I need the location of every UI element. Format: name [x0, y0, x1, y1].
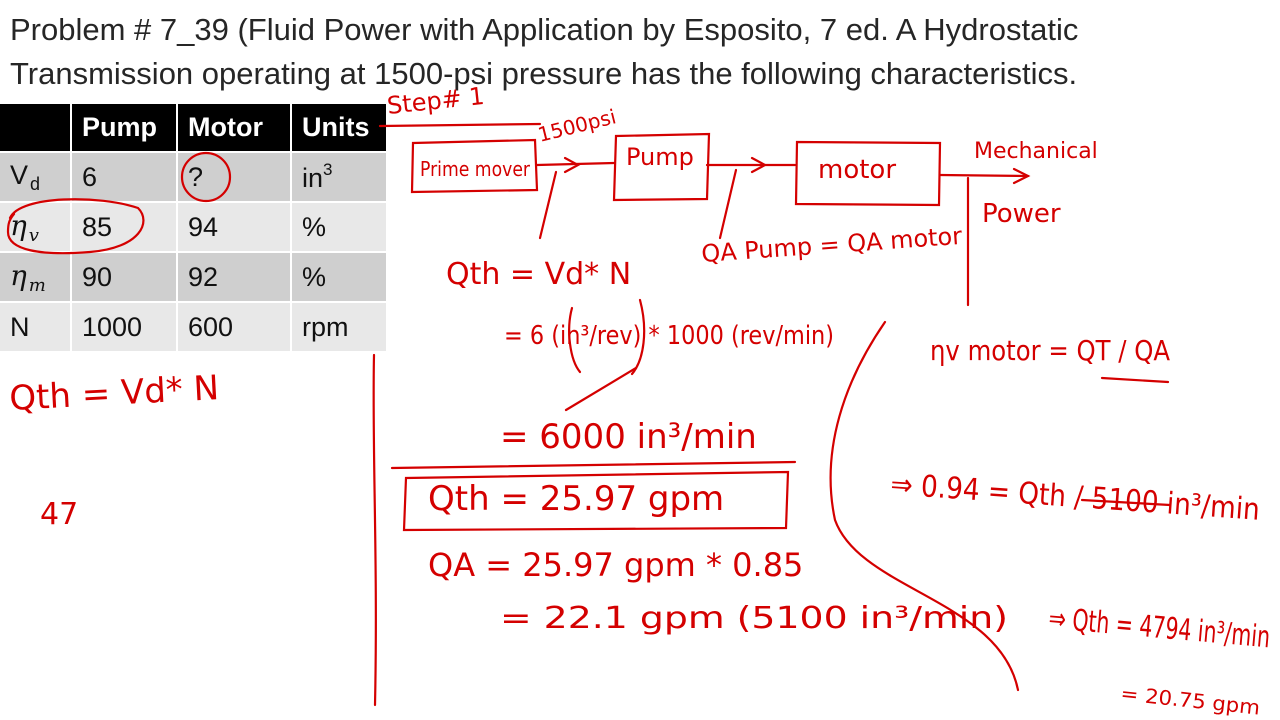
prime-mover-arrow-leg	[538, 170, 558, 240]
equation-6: = 22.1 gpm (5100 in³/min)	[500, 601, 1008, 636]
units-cell: %	[292, 201, 386, 251]
equation-9: = 20.75 gpm	[1119, 681, 1261, 720]
equation-5: QA = 25.97 gpm * 0.85	[428, 546, 803, 584]
eta-fraction-bar	[1100, 376, 1170, 384]
motor-unknown-circle	[180, 151, 232, 203]
motor-cell: ?	[178, 151, 292, 201]
paren-left	[568, 306, 582, 374]
step-underline	[378, 122, 542, 128]
equation-7: ⇒ 0.94 = Qth / 5100 in³/min	[889, 467, 1261, 528]
pump-cell: 6	[72, 151, 178, 201]
motor-box	[794, 140, 942, 207]
prime-mover-label: Prime mover	[420, 157, 531, 181]
output-arrow	[1012, 167, 1031, 185]
equation-3: = 6000 in³/min	[500, 417, 757, 457]
flow-arrow	[750, 156, 768, 174]
units-cell: in3	[292, 151, 386, 201]
units-cell: rpm	[292, 301, 386, 351]
cancel-stroke	[564, 366, 638, 412]
title-line-1: Problem # 7_39 (Fluid Power with Applica…	[10, 12, 1079, 47]
step-label: Step# 1	[386, 82, 486, 120]
pump-box	[612, 132, 711, 202]
mechanical-label: Mechanical	[974, 139, 1098, 164]
equation-1: Qth = Vd* N	[446, 257, 631, 292]
q-pump-equation: QA Pump = QA motor	[700, 222, 963, 268]
motor-box-label: motor	[818, 155, 896, 185]
table-row-n: N 1000 600 rpm	[0, 301, 386, 351]
pressure-label: 1500psi	[535, 104, 618, 147]
pump-outlet-leg	[718, 168, 738, 240]
prime-mover-box	[410, 138, 539, 194]
shaft-arrow-1	[563, 156, 581, 174]
title-line-2: Transmission operating at 1500-psi press…	[10, 56, 1078, 91]
power-label: Power	[982, 199, 1061, 229]
eta-v-motor-equation: ηv motor = QT / QA	[930, 334, 1170, 367]
result-line	[390, 460, 797, 470]
problem-title: Problem # 7_39 (Fluid Power with Applica…	[10, 8, 1270, 96]
pump-cell: 90	[72, 251, 178, 301]
result-box	[402, 470, 790, 532]
header-motor: Motor	[178, 104, 292, 151]
equation-2: = 6 (in³/rev) * 1000 (rev/min)	[504, 321, 834, 351]
units-cell: %	[292, 251, 386, 301]
left-equation: Qth = Vd* N	[8, 368, 220, 419]
divider-line	[372, 353, 377, 707]
header-units: Units	[292, 104, 386, 151]
pump-box-label: Pump	[626, 143, 694, 171]
header-pump: Pump	[72, 104, 178, 151]
equation-4: Qth = 25.97 gpm	[428, 479, 724, 519]
eta-v-circle	[6, 198, 145, 255]
output-shaft-line	[938, 173, 1030, 178]
pump-cell: 1000	[72, 301, 178, 351]
header-empty	[0, 104, 72, 151]
separator-curve	[829, 320, 1020, 692]
table-header-row: Pump Motor Units	[0, 104, 386, 151]
equation-8: ⇒ Qth = 4794 in³/min	[1047, 601, 1271, 655]
motor-cell: 94	[178, 201, 292, 251]
left-number: 47	[40, 497, 78, 532]
row-symbol: N	[0, 301, 72, 351]
q-fraction-bar	[1080, 498, 1172, 507]
motor-cell: 600	[178, 301, 292, 351]
motor-cell: 92	[178, 251, 292, 301]
